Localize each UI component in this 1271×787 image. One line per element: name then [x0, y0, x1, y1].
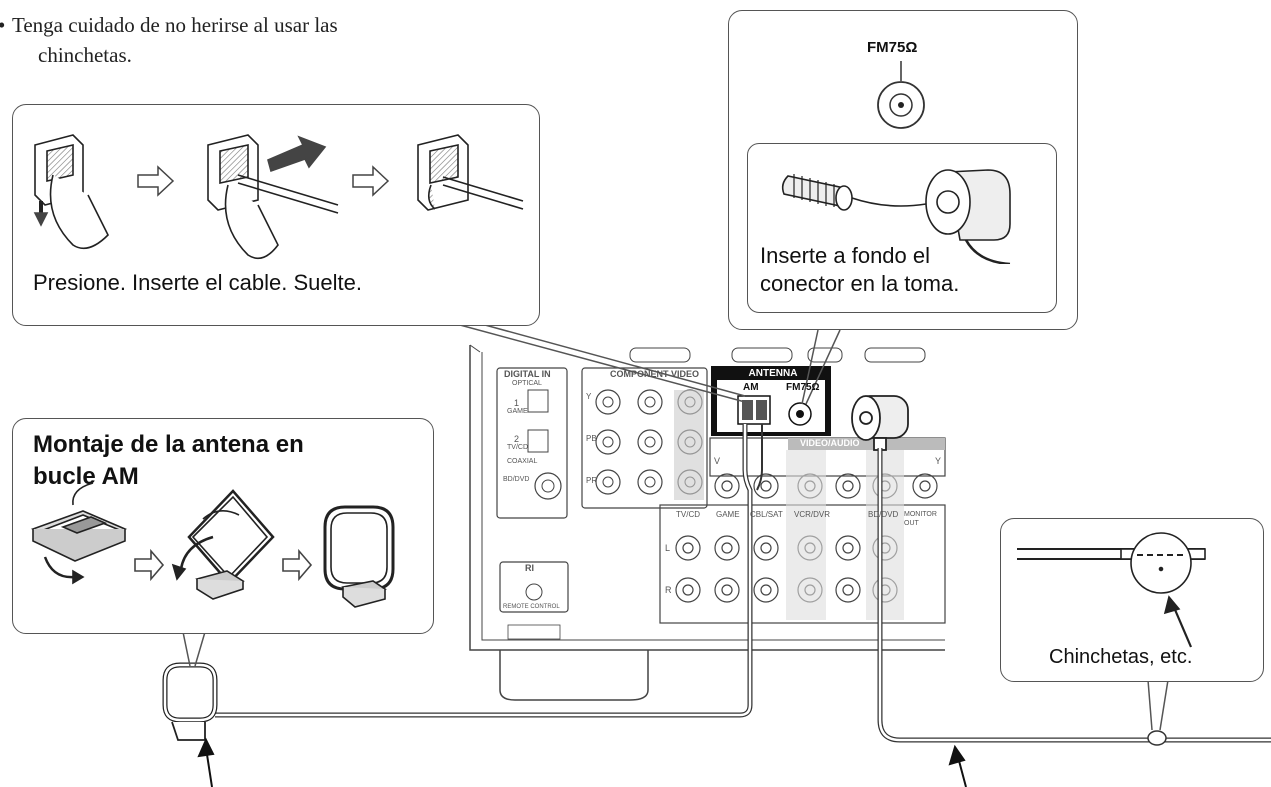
- panel-am-label: AM: [743, 382, 759, 393]
- callout-am-loop-assembly: Montaje de la antena en bucle AM: [12, 418, 434, 634]
- panel-pb-label: PB: [586, 434, 597, 443]
- press-steps-illustration: [33, 134, 524, 260]
- panel-optical-label: OPTICAL: [512, 380, 542, 387]
- panel-tvcd-label: TV/CD: [676, 510, 700, 519]
- panel-y-label: Y: [586, 392, 592, 401]
- panel-optical-2: 2: [514, 434, 520, 444]
- antenna-terminal-block: [711, 366, 831, 436]
- fm-plug-illustration: [781, 169, 1011, 264]
- antenna-cables: [215, 424, 1271, 743]
- fm-caption-line-1: Inserte a fondo el: [760, 243, 931, 268]
- receiver-rear-panel: [469, 344, 946, 701]
- callout-leaders: [182, 324, 1169, 731]
- thumbtack-caption: Chinchetas, etc.: [1049, 646, 1193, 668]
- panel-digital-in-label: DIGITAL IN: [504, 369, 551, 379]
- panel-pr-label: PR: [586, 476, 598, 485]
- panel-r-label: R: [665, 585, 672, 595]
- note-line-2: chinchetas.: [38, 43, 132, 67]
- panel-coaxial-label: COAXIAL: [507, 458, 538, 465]
- note-line-1: Tenga cuidado de no herirse al usar las: [12, 13, 338, 37]
- panel-antenna-label: ANTENNA: [748, 368, 798, 379]
- fm-caption-line-2: conector en la toma.: [760, 271, 960, 296]
- panel-ri-label: RI: [525, 563, 534, 573]
- callout-press-insert-release: Presione. Inserte el cable. Suelte.: [12, 104, 540, 326]
- fm-jack-illustration: [877, 61, 925, 129]
- am-assembly-illustration: [30, 482, 395, 608]
- panel-vcrdvr-label: VCR/DVR: [794, 510, 831, 519]
- panel-v-label: V: [714, 456, 721, 466]
- panel-video-audio-label: VIDEO/AUDIO: [800, 438, 860, 448]
- panel-l-label: L: [665, 543, 671, 553]
- panel-fm-label: FM75Ω: [786, 382, 820, 393]
- fm-plug-near-panel: [851, 395, 909, 451]
- thumbtack-illustration: [1017, 532, 1206, 648]
- panel-optical-2-tvcd: TV/CD: [507, 444, 528, 451]
- panel-remote-control-label: REMOTE CONTROL: [503, 604, 560, 610]
- panel-game-label: GAME: [716, 510, 740, 519]
- fm-jack-label: FM75Ω: [867, 39, 918, 56]
- press-steps-caption: Presione. Inserte el cable. Suelte.: [33, 270, 362, 295]
- note-bullet: •: [0, 10, 5, 40]
- panel-coaxial-bddvd: BD/DVD: [503, 476, 530, 483]
- fm-plug-inset: Inserte a fondo el conector en la toma.: [747, 143, 1057, 313]
- panel-optical-1: 1: [514, 398, 520, 408]
- panel-monitor-y-label: Y: [935, 456, 942, 466]
- pointer-arrows: [197, 737, 967, 787]
- thumbtack-marker: [1147, 730, 1167, 746]
- callout-fm-connector: FM75Ω Inserte a fondo el conector en la …: [728, 10, 1078, 330]
- callout-thumbtacks: Chinchetas, etc.: [1000, 518, 1264, 682]
- panel-optical-1-game: GAME: [507, 408, 528, 415]
- am-loop-antenna: [162, 662, 218, 741]
- panel-cblsat-label: CBL/SAT: [750, 510, 783, 519]
- panel-monitor-out-label: MONITOR OUT: [904, 511, 937, 527]
- panel-bddvd-label: BD/DVD: [868, 510, 899, 519]
- am-assembly-title-line-1: Montaje de la antena en: [33, 431, 304, 458]
- panel-component-video-label: COMPONENT VIDEO: [610, 369, 700, 379]
